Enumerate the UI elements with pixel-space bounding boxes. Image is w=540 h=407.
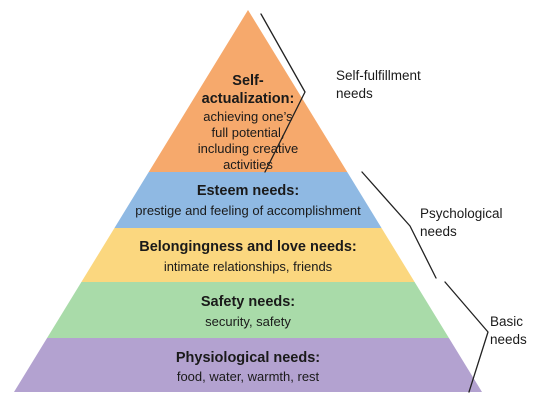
level-belongingness-band bbox=[81, 228, 415, 282]
brace-basic bbox=[444, 281, 489, 393]
level-esteem-band bbox=[114, 172, 382, 228]
level-title: Safety needs: bbox=[201, 294, 295, 310]
group-label-basic: needs bbox=[490, 332, 527, 347]
level-description: achieving one’s bbox=[203, 109, 293, 124]
level-description: full potential, bbox=[212, 125, 285, 140]
group-label-psychological: needs bbox=[420, 224, 457, 239]
level-title: Self- bbox=[232, 73, 264, 89]
level-title: Physiological needs: bbox=[176, 350, 320, 366]
level-description: prestige and feeling of accomplishment bbox=[135, 203, 361, 218]
group-label-basic: Basic bbox=[490, 314, 523, 329]
group-label-self-fulfillment: Self-fulfillment bbox=[336, 68, 421, 83]
level-description: intimate relationships, friends bbox=[164, 259, 333, 274]
level-description: security, safety bbox=[205, 314, 291, 329]
brace-self-fulfillment bbox=[260, 13, 306, 173]
level-title: Belongingness and love needs: bbox=[139, 239, 357, 255]
level-title: actualization: bbox=[202, 91, 295, 107]
group-label-psychological: Psychological bbox=[420, 206, 503, 221]
level-self-actualization-band bbox=[148, 10, 348, 172]
level-description: activities bbox=[223, 157, 273, 172]
level-safety-band bbox=[47, 282, 449, 338]
level-description: food, water, warmth, rest bbox=[177, 369, 320, 384]
level-title: Esteem needs: bbox=[197, 183, 299, 199]
group-label-self-fulfillment: needs bbox=[336, 86, 373, 101]
brace-psychological bbox=[361, 171, 437, 279]
level-description: including creative bbox=[198, 141, 298, 156]
level-physiological-band bbox=[14, 338, 482, 392]
